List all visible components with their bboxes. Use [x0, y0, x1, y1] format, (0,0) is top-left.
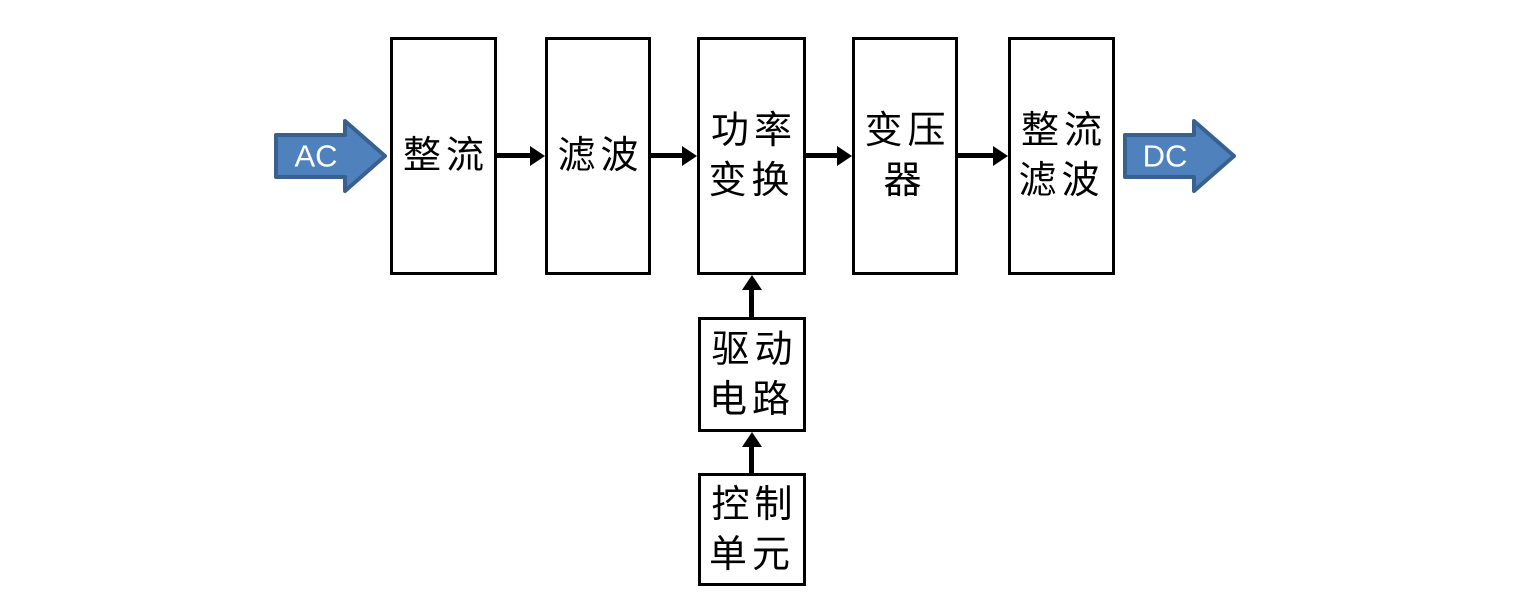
right-arrow-icon — [1123, 119, 1236, 193]
arrow-rectifier-to-filter — [497, 145, 545, 166]
block-label: 驱动 电路 — [708, 328, 798, 421]
block-drive-circuit: 驱动 电路 — [698, 317, 806, 432]
arrow-power-conversion-to-transformer — [806, 145, 852, 166]
block-filter: 滤波 — [545, 37, 651, 275]
block-control-unit: 控制 单元 — [698, 473, 806, 586]
block-label: 变压 器 — [864, 110, 951, 202]
block-label: 功率 变换 — [708, 110, 797, 202]
ac-input-arrow: AC — [274, 119, 387, 193]
right-arrow-icon — [274, 119, 387, 193]
block-transformer: 变压 器 — [852, 37, 958, 275]
dc-label: DC — [1143, 139, 1188, 174]
arrow-drive-circuit-to-power-conversion — [741, 275, 762, 317]
arrow-control-unit-to-drive-circuit — [741, 432, 762, 473]
block-label: 滤波 — [557, 135, 644, 177]
block-power-conversion: 功率 变换 — [697, 37, 806, 275]
block-rectifier: 整流 — [390, 37, 497, 275]
arrow-filter-to-power-conversion — [651, 145, 697, 166]
block-label: 整流 滤波 — [1018, 110, 1107, 202]
arrow-transformer-to-rectifier-filter — [958, 145, 1008, 166]
block-label: 整流 — [402, 135, 489, 177]
dc-output-arrow: DC — [1123, 119, 1236, 193]
block-label: 控制 单元 — [708, 483, 798, 576]
block-rectifier-filter: 整流 滤波 — [1008, 37, 1115, 275]
ac-label: AC — [294, 139, 337, 174]
